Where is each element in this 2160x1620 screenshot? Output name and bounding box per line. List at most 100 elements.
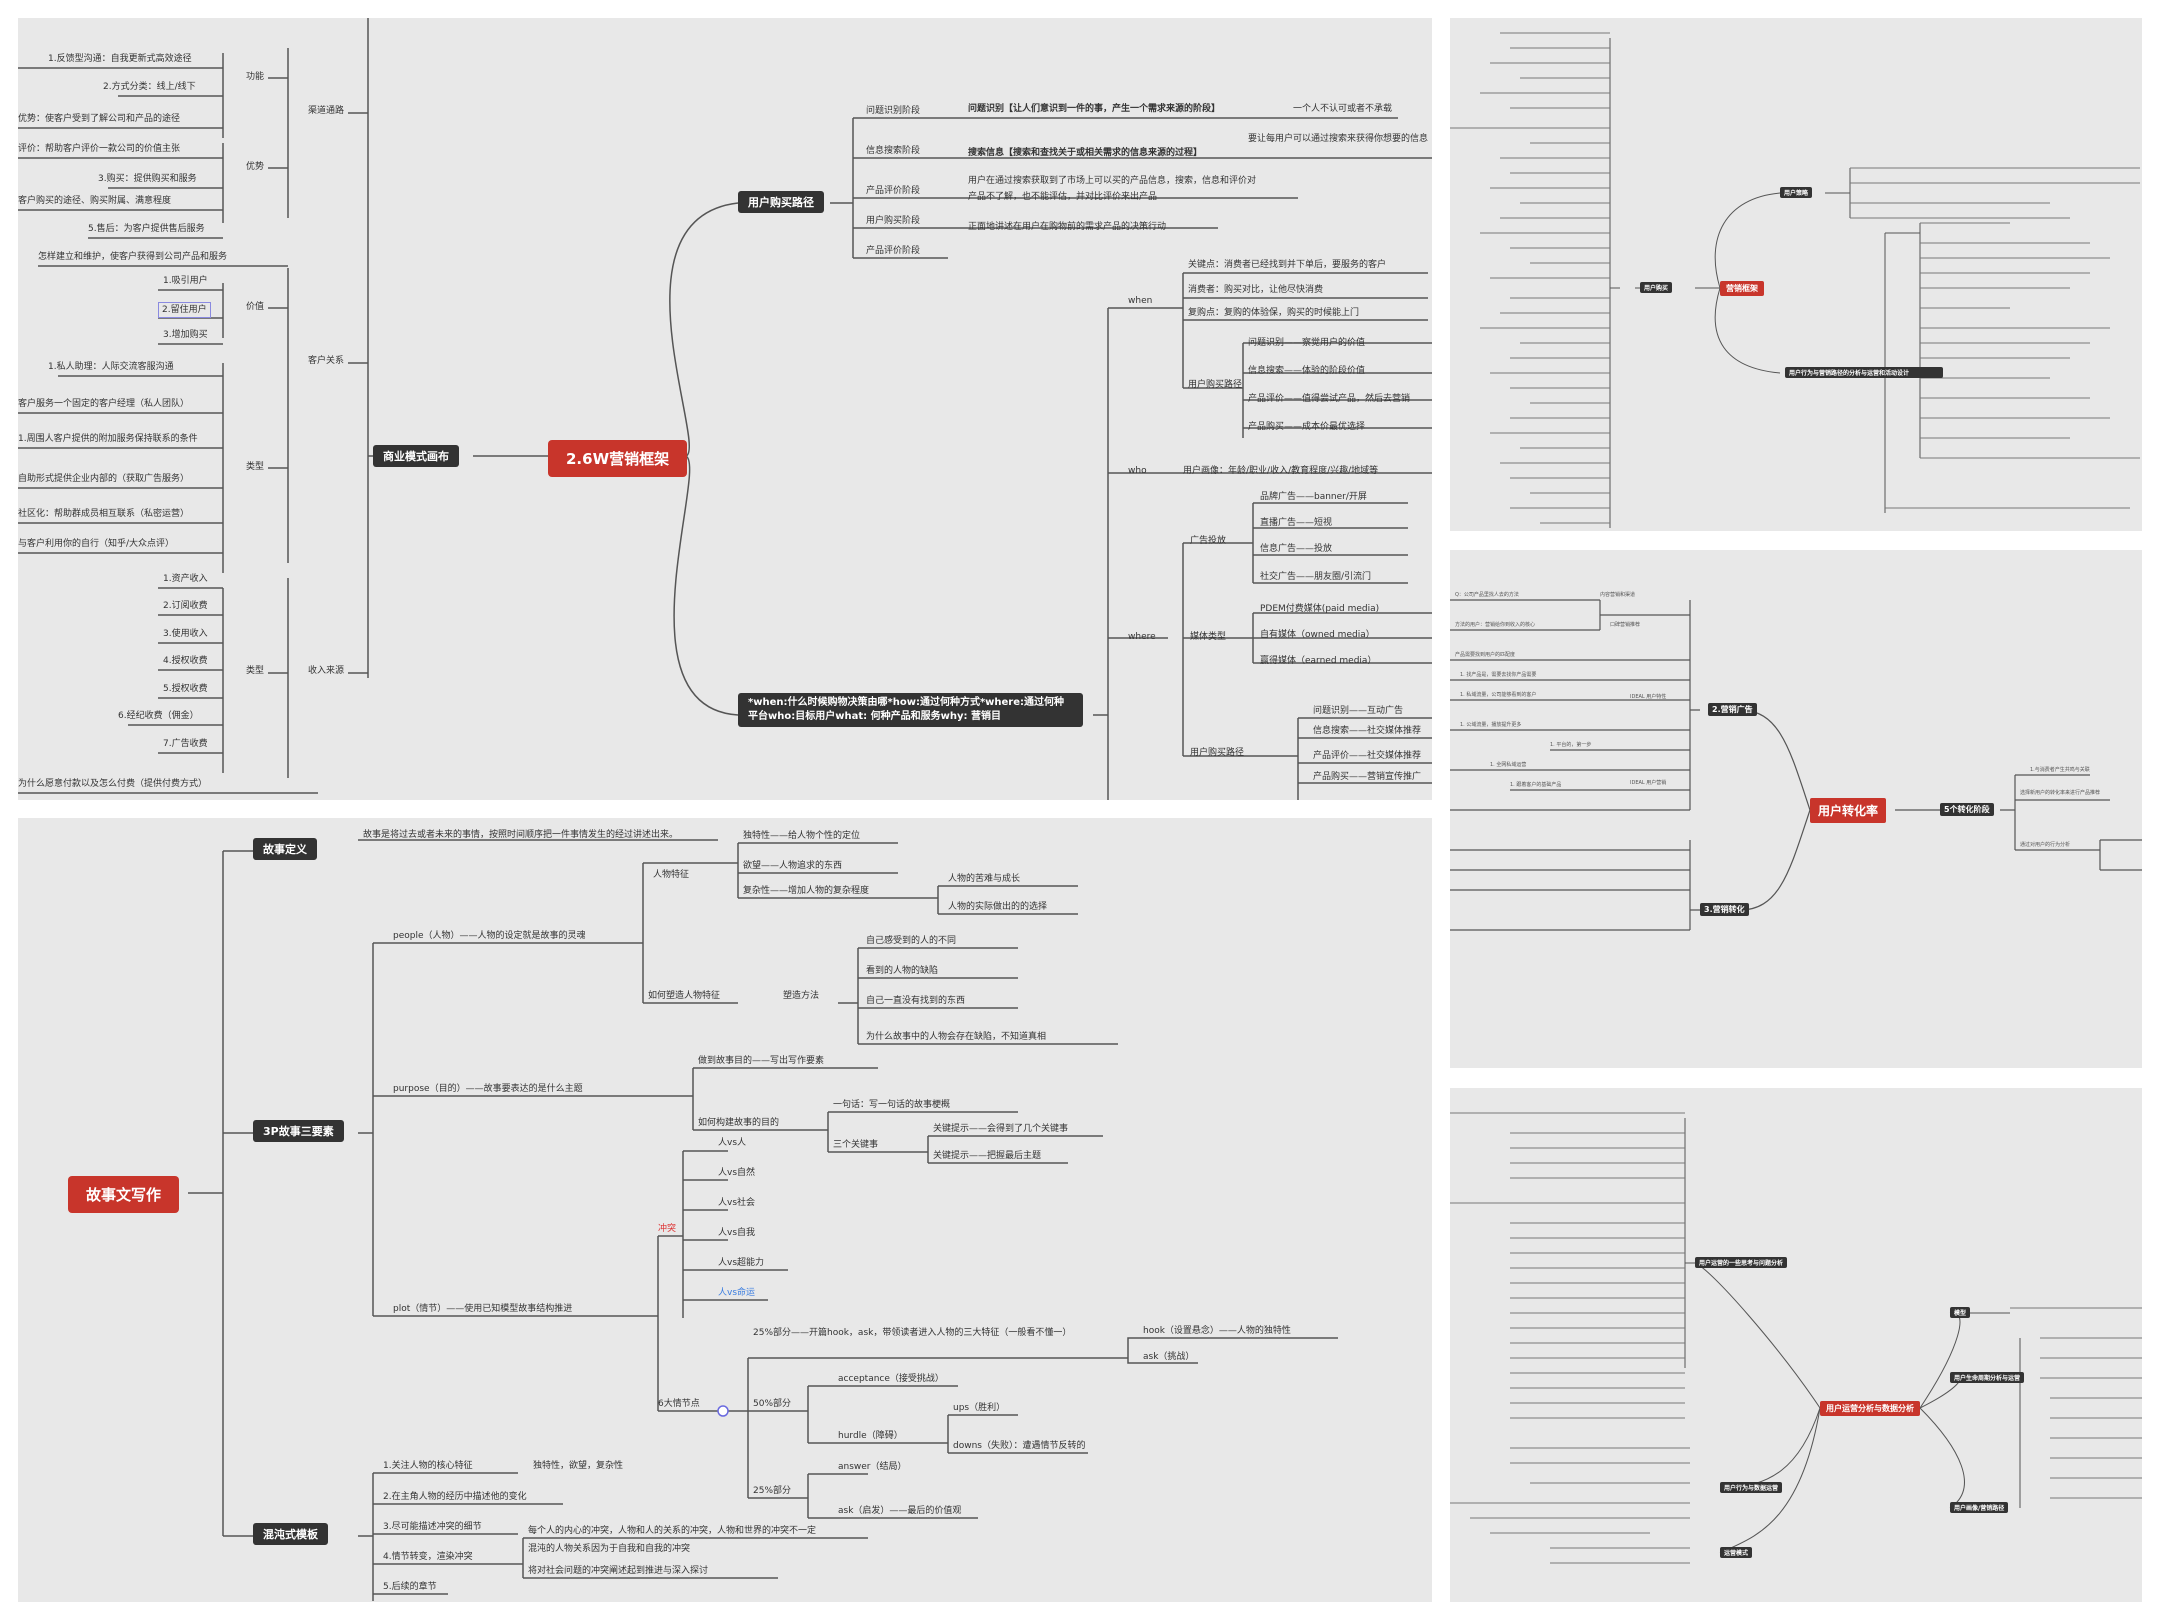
left-item: 与客户利用你的自行（知乎/大众点评） bbox=[18, 539, 175, 549]
central-topic[interactable]: 用户运营分析与数据分析 bbox=[1820, 1401, 1920, 1416]
tag[interactable]: 用户画像/营销路径 bbox=[1950, 1502, 2009, 1513]
left-mid: 内容营销和渠道 bbox=[1600, 592, 1636, 598]
branch-6w-definition[interactable]: *when:什么时候购物决策由哪*how:通过何种方式*where:通过何种平台… bbox=[738, 693, 1083, 727]
left-tag[interactable]: 用户购买 bbox=[1640, 282, 1673, 293]
purpose-item: 做到故事目的——写出写作要素 bbox=[698, 1056, 825, 1066]
left-item: 社区化：帮助群成员相互联系（私密运营） bbox=[18, 509, 190, 519]
subgroup-type-2: 类型 bbox=[246, 666, 265, 676]
path-step: 产品评价阶段 bbox=[866, 186, 921, 196]
right-item: 1.与消费者产生共鸣与关联 bbox=[2030, 767, 2090, 773]
branch-business-canvas[interactable]: 商业模式画布 bbox=[373, 445, 459, 467]
mid-item: hurdle（障碍） bbox=[838, 1431, 903, 1441]
label-ad: 广告投放 bbox=[1190, 536, 1227, 546]
subgroup-function: 功能 bbox=[246, 72, 265, 82]
stage-item: 问题识别——互动广告 bbox=[1313, 706, 1404, 716]
people-label: people（人物）——人物的设定就是故事的灵魂 bbox=[393, 931, 586, 941]
right-tag[interactable]: 用户策略 bbox=[1780, 187, 1813, 198]
end-item: ask（启发）——最后的价值观 bbox=[838, 1506, 962, 1516]
when-item: 关键点：消费者已经找到并下单后，要服务的客户 bbox=[1188, 260, 1387, 270]
media-item: PDEM付费媒体(paid media) bbox=[1260, 604, 1380, 614]
left-item: 3.购买：提供购买和服务 bbox=[98, 174, 197, 184]
central-topic[interactable]: 2.6W营销框架 bbox=[548, 440, 688, 477]
left-tag[interactable]: 3.营销转化 bbox=[1700, 903, 1749, 916]
path-note: 正面地讲述在用户在购物前的需求产品的决策行动 bbox=[968, 222, 1167, 232]
left-item: 3.增加购买 bbox=[163, 330, 208, 340]
journey-item: 信息搜索——体验的阶段价值 bbox=[1248, 366, 1366, 376]
label-media: 媒体类型 bbox=[1190, 632, 1227, 642]
right-tag[interactable]: 用户行为与营销路径的分析与运营和活动设计 bbox=[1785, 367, 1943, 378]
path-step: 问题识别阶段 bbox=[866, 106, 921, 116]
connector-lines bbox=[18, 18, 1432, 800]
connector-lines bbox=[188, 839, 1338, 1601]
conflict-item: 人vs自然 bbox=[718, 1168, 756, 1178]
tag[interactable]: 模型 bbox=[1950, 1307, 1971, 1318]
path-note: 搜索信息【搜索和查找关于或相关需求的信息来源的过程】 bbox=[968, 148, 1203, 158]
conflict-item: 人vs超能力 bbox=[718, 1258, 765, 1268]
hook-item: ask（挑战） bbox=[1143, 1352, 1195, 1362]
left-item: 1.反馈型沟通：自我更新式高效途径 bbox=[48, 54, 192, 64]
journey-item: 产品购买——成本价最优选择 bbox=[1248, 422, 1366, 432]
tag[interactable]: 用户运营的一些思考与问题分析 bbox=[1695, 1257, 1788, 1268]
label-stage: 用户购买路径 bbox=[1190, 748, 1245, 758]
ad-item: 社交广告——朋友圈/引流门 bbox=[1260, 572, 1372, 582]
left-item: 1. 找产品是，需要去找你产品需要 bbox=[1460, 672, 1537, 678]
branch-chaos-template[interactable]: 混沌式模板 bbox=[253, 1523, 328, 1545]
purpose-sub: 一句话：写一句话的故事梗概 bbox=[833, 1100, 951, 1110]
left-item: 1.吸引用户 bbox=[163, 276, 208, 286]
conflict-item: 人vs社会 bbox=[718, 1198, 756, 1208]
stage-item: 产品购买——营销宣传推广 bbox=[1313, 772, 1422, 782]
shaping-item: 为什么故事中的人物会存在缺陷，不知道真相 bbox=[866, 1032, 1047, 1042]
left-item: 客户购买的途径、购买附属、满意程度 bbox=[18, 196, 172, 206]
purpose-item: 如何构建故事的目的 bbox=[698, 1118, 780, 1128]
left-item: 1. 私域流量，公司能够看到的客户 bbox=[1460, 692, 1537, 698]
media-item: 赢得媒体（earned media） bbox=[1260, 656, 1377, 666]
label-who: who bbox=[1128, 466, 1147, 476]
conflict-item: 人vs人 bbox=[718, 1138, 747, 1148]
right-item: 选择新用户的转化率来进行产品推荐 bbox=[2020, 790, 2101, 796]
left-item: 6.经纪收费（佣金） bbox=[118, 711, 199, 721]
traits-label: 人物特征 bbox=[653, 870, 690, 880]
branch-3p-elements[interactable]: 3P故事三要素 bbox=[253, 1120, 344, 1142]
left-item: 1. 全网私域运营 bbox=[1490, 762, 1527, 768]
purpose-key: 关键提示——会得到了几个关键事 bbox=[933, 1124, 1069, 1134]
group-customer: 客户关系 bbox=[308, 356, 345, 366]
mid-item: acceptance（接受挑战） bbox=[838, 1374, 944, 1384]
central-topic[interactable]: 营销框架 bbox=[1720, 281, 1764, 296]
left-item: 1. 公域流量，播放提升更多 bbox=[1460, 722, 1522, 728]
path-note: 产品不了解，也不能评估，并对比评价来出产品 bbox=[968, 192, 1158, 202]
ad-item: 品牌广告——banner/开屏 bbox=[1260, 492, 1367, 502]
subgroup-type: 类型 bbox=[246, 462, 265, 472]
trait-item: 独特性——给人物个性的定位 bbox=[743, 831, 861, 841]
tag[interactable]: 用户生命周期分析与运营 bbox=[1950, 1372, 2025, 1383]
left-item: 1.资产收入 bbox=[163, 574, 208, 584]
stage-item: 产品评价——社交媒体推荐 bbox=[1313, 751, 1422, 761]
shaping-item: 看到的人物的缺陷 bbox=[866, 966, 939, 976]
shaping-sub-label: 塑造方法 bbox=[783, 991, 820, 1001]
tag[interactable]: 用户行为与数据运营 bbox=[1720, 1482, 1783, 1493]
subgroup-value: 价值 bbox=[246, 302, 265, 312]
left-item: 1. 平台的，第一步 bbox=[1550, 742, 1592, 748]
shaping-label: 如何塑造人物特征 bbox=[648, 991, 721, 1001]
branch-story-definition[interactable]: 故事定义 bbox=[253, 838, 317, 860]
right-tag[interactable]: 5个转化阶段 bbox=[1940, 803, 1994, 816]
journey-item: 产品评价——值得尝试产品，然后去营销 bbox=[1248, 394, 1411, 404]
template-note: 混沌的人物关系因为于自我和自我的冲突 bbox=[528, 1544, 691, 1554]
subgroup-advantage: 优势 bbox=[246, 162, 265, 172]
left-item: 2.订阅收费 bbox=[163, 601, 208, 611]
branch-purchase-path[interactable]: 用户购买路径 bbox=[738, 191, 824, 213]
central-topic[interactable]: 用户转化率 bbox=[1810, 798, 1887, 823]
media-item: 自有媒体（owned media） bbox=[1260, 630, 1375, 640]
ad-item: 直播广告——短视 bbox=[1260, 518, 1333, 528]
left-tag[interactable]: 2.营销广告 bbox=[1708, 703, 1757, 716]
central-topic[interactable]: 故事文写作 bbox=[68, 1176, 180, 1213]
template-item: 5.后续的章节 bbox=[383, 1582, 437, 1592]
mindmap-panel-conversion: 用户转化率 5个转化阶段 2.营销广告 3.营销转化 Q：公司产品里找人去的方法… bbox=[1450, 550, 2142, 1068]
node-item: 25%部分 bbox=[753, 1486, 792, 1496]
mindmap-panel-marketing-framework: 2.6W营销框架 商业模式画布 用户购买路径 *when:什么时候购物决策由哪*… bbox=[18, 18, 1432, 800]
tag[interactable]: 运营模式 bbox=[1720, 1547, 1753, 1558]
hurdle-sub: downs（失败）：遭遇情节反转的 bbox=[953, 1441, 1086, 1451]
complexity-sub: 人物的苦难与成长 bbox=[948, 874, 1021, 884]
left-item: 为什么愿意付款以及怎么付费（提供付费方式） bbox=[18, 779, 208, 789]
left-item: 3.使用收入 bbox=[163, 629, 208, 639]
trait-item: 复杂性——增加人物的复杂程度 bbox=[743, 886, 870, 896]
